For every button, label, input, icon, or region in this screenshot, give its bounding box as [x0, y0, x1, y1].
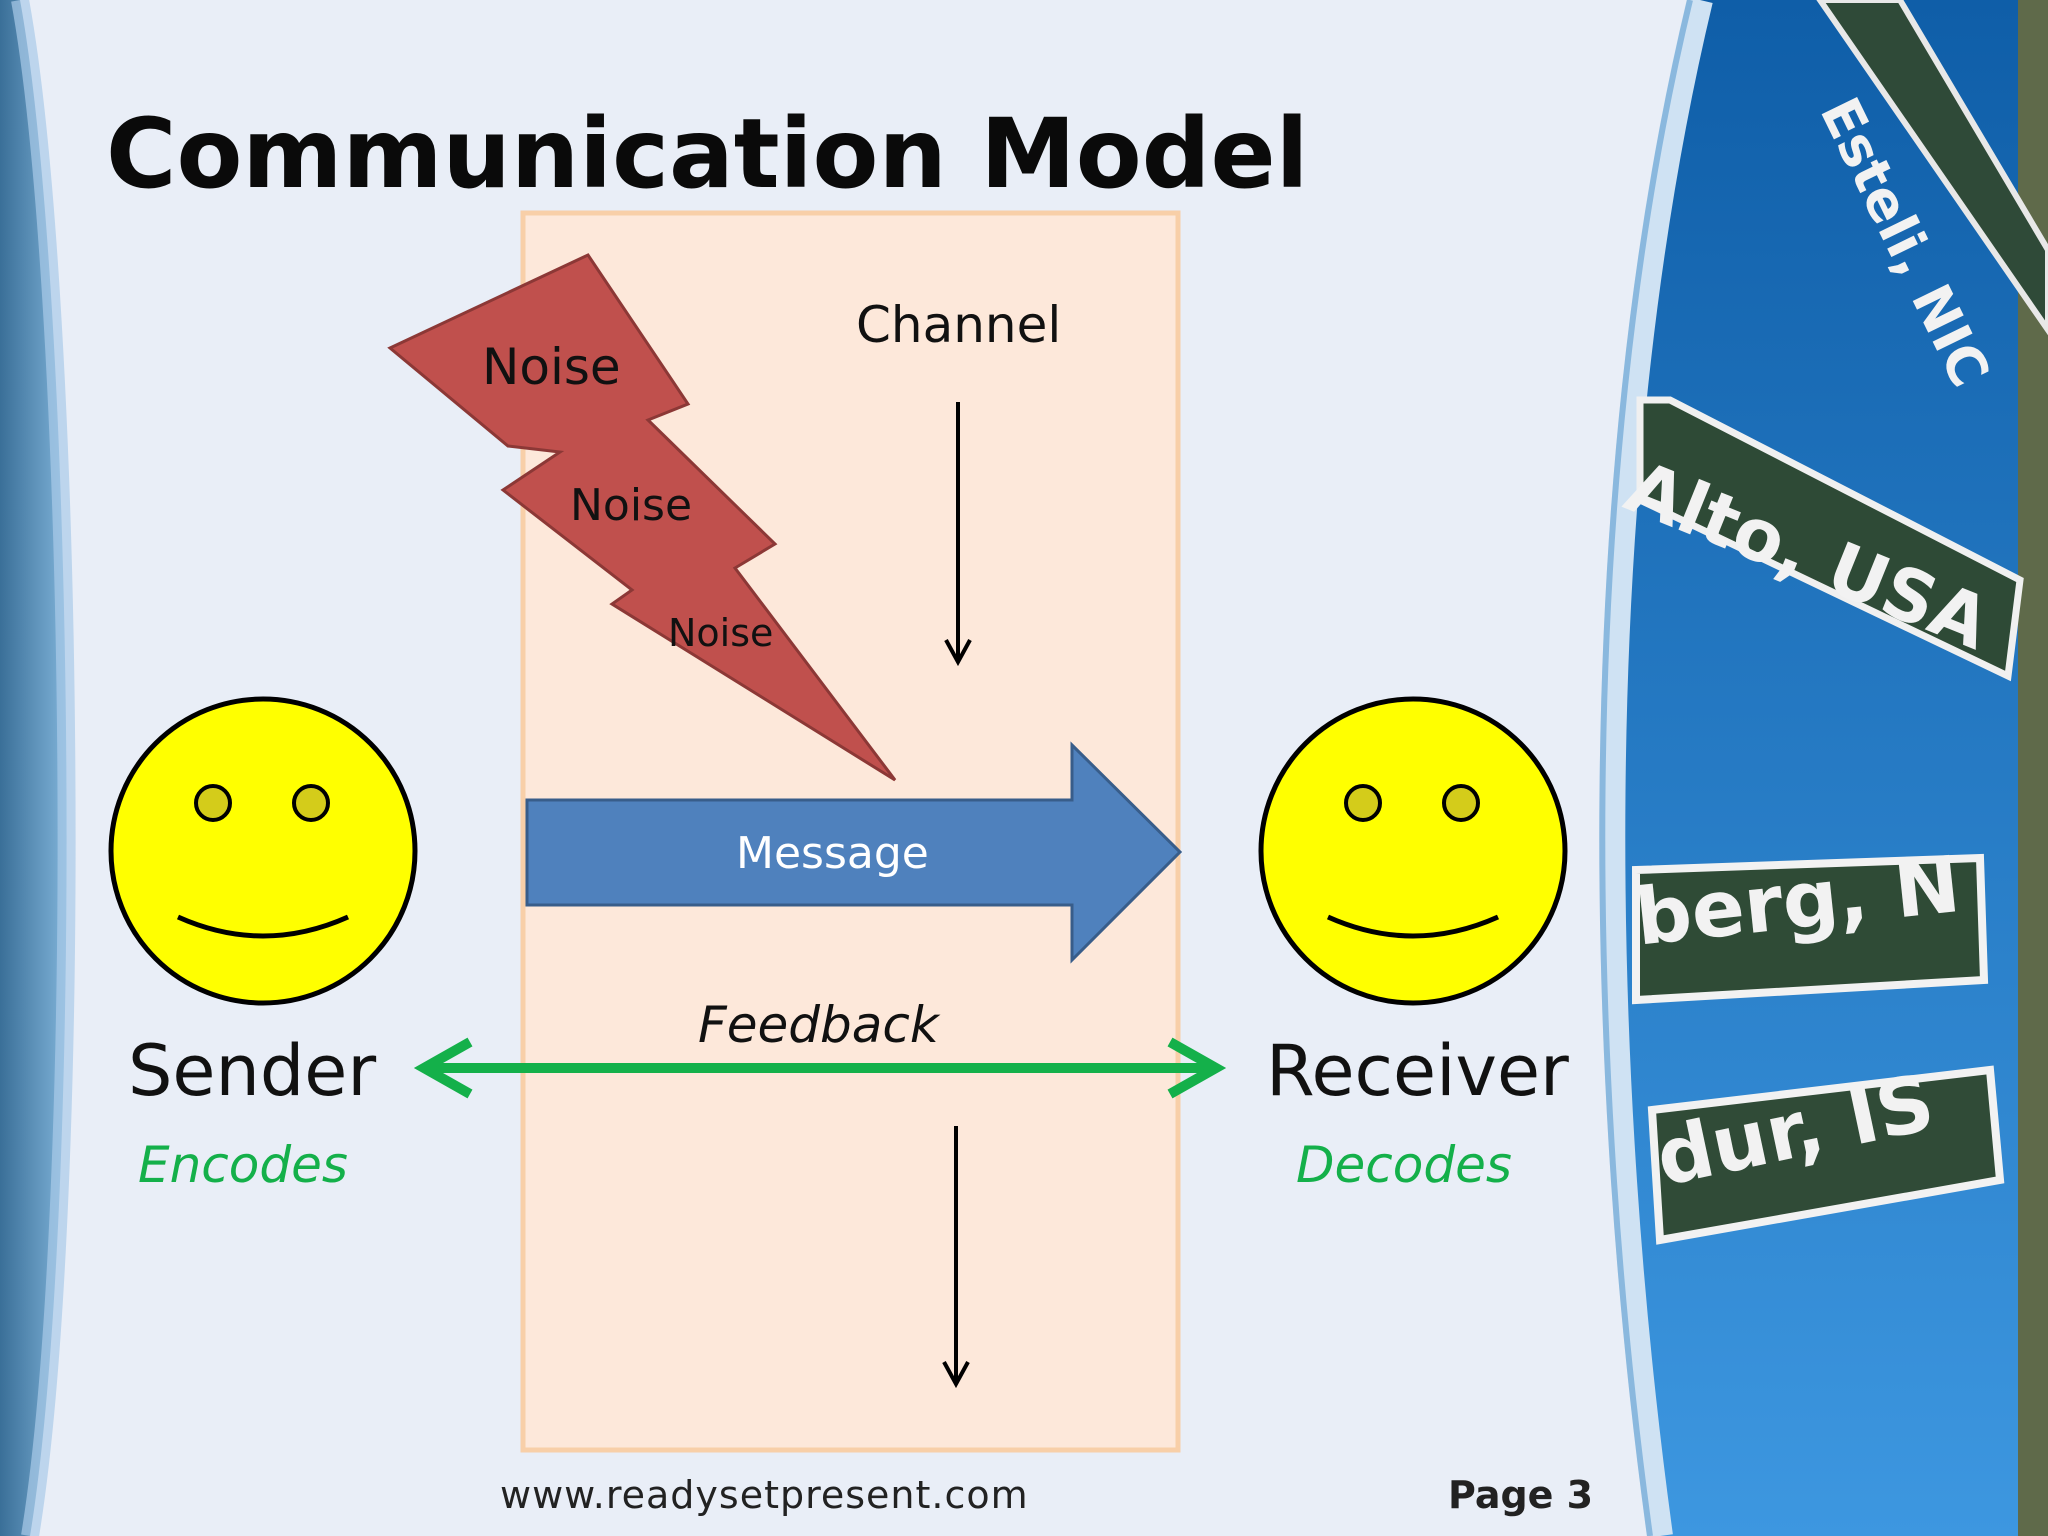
message-label: Message — [736, 828, 929, 879]
feedback-label: Feedback — [698, 996, 939, 1054]
noise-label-1: Noise — [482, 338, 621, 396]
noise-label-3: Noise — [668, 611, 774, 655]
channel-arrow-top — [944, 402, 972, 667]
receiver-role-label: Decodes — [1296, 1136, 1512, 1194]
receiver-label: Receiver — [1266, 1030, 1569, 1112]
receiver-face-icon — [1258, 696, 1568, 1006]
street-sign-4 — [1647, 1065, 2005, 1245]
noise-label-2: Noise — [570, 480, 693, 531]
noise-lightning-bolt — [387, 253, 897, 782]
sender-label: Sender — [128, 1030, 377, 1112]
street-sign-photo — [1599, 0, 2048, 1536]
channel-arrow-bottom — [942, 1126, 970, 1389]
feedback-arrow — [413, 1037, 1227, 1099]
message-arrow — [525, 741, 1183, 964]
channel-label: Channel — [856, 296, 1062, 354]
sender-face-icon — [108, 696, 418, 1006]
street-sign-2 — [1636, 396, 2024, 682]
street-sign-3 — [1632, 853, 1989, 1005]
slide-title: Communication Model — [106, 98, 1309, 210]
sender-role-label: Encodes — [138, 1136, 348, 1194]
footer-url: www.readysetpresent.com — [500, 1473, 1029, 1517]
page-number: Page 3 — [1448, 1473, 1594, 1517]
street-sign-1 — [1816, 0, 2048, 336]
